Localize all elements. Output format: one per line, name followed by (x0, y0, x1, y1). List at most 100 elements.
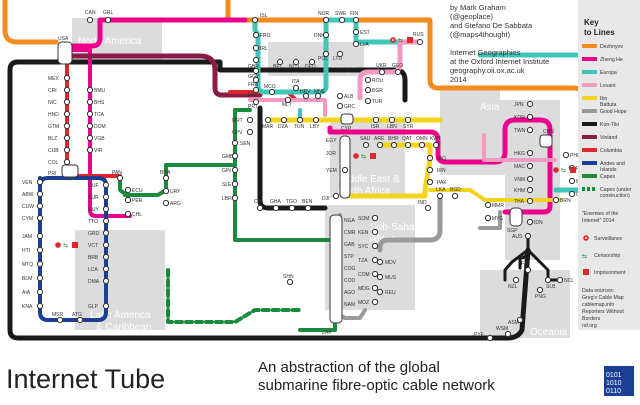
station-pan[interactable] (116, 174, 124, 182)
station-bmu[interactable] (86, 86, 94, 94)
station-arg[interactable] (162, 199, 170, 207)
station-lca[interactable] (102, 265, 110, 273)
station-bra[interactable] (162, 174, 170, 182)
station-jpn[interactable] (526, 100, 534, 108)
station-fin[interactable] (352, 16, 360, 24)
station-est[interactable] (352, 28, 360, 36)
station-khm[interactable] (526, 186, 534, 194)
station-atg[interactable] (76, 316, 84, 324)
station-dma[interactable] (102, 277, 110, 285)
station-fji[interactable] (524, 266, 532, 274)
station-mrt[interactable] (246, 116, 254, 124)
station-bgd[interactable] (451, 192, 459, 200)
station-mys[interactable] (484, 214, 492, 222)
station-bhs[interactable] (86, 98, 94, 106)
station-hrv[interactable] (302, 92, 310, 100)
station-lby[interactable] (312, 116, 320, 124)
station-mmr[interactable] (484, 201, 492, 209)
station-per[interactable] (124, 196, 132, 204)
station-sau[interactable] (362, 141, 370, 149)
station-reu[interactable] (376, 288, 384, 296)
station-vir[interactable] (86, 146, 94, 154)
station-fro[interactable] (252, 31, 260, 39)
station-idn[interactable] (526, 218, 534, 226)
station-can[interactable] (86, 16, 94, 24)
station-lbn[interactable] (388, 116, 396, 124)
station-ggy[interactable] (252, 67, 260, 75)
station-bhr[interactable] (390, 141, 398, 149)
station-pak[interactable] (426, 178, 434, 186)
station-kor[interactable] (526, 113, 534, 121)
station-glp[interactable] (102, 302, 110, 310)
station-phl[interactable] (562, 151, 570, 159)
station-shn[interactable] (286, 278, 294, 286)
station-dji[interactable] (332, 192, 340, 200)
station-hti[interactable] (36, 246, 44, 254)
station-hkg[interactable] (526, 149, 534, 157)
station-yem[interactable] (341, 166, 349, 174)
station-deu[interactable] (308, 58, 316, 66)
station-qat[interactable] (404, 141, 412, 149)
station-guy[interactable] (102, 205, 110, 213)
station-fra[interactable] (252, 76, 260, 84)
station-tur[interactable] (364, 97, 372, 105)
station-alb[interactable] (336, 92, 344, 100)
station-dza[interactable] (280, 116, 288, 124)
station-grd[interactable] (102, 229, 110, 237)
station-nzl[interactable] (512, 276, 520, 284)
station-com[interactable] (371, 270, 379, 278)
station-ind[interactable] (424, 204, 432, 212)
station-slb[interactable] (544, 276, 552, 284)
station-mco[interactable] (268, 88, 276, 96)
station-col[interactable] (63, 158, 71, 166)
station-nic[interactable] (63, 98, 71, 106)
station-sur[interactable] (102, 193, 110, 201)
station-moz[interactable] (371, 298, 379, 306)
station-tha[interactable] (526, 197, 534, 205)
station-twn[interactable] (526, 126, 534, 134)
station-ken[interactable] (371, 228, 379, 236)
station-pyf[interactable] (486, 334, 494, 342)
station-kna[interactable] (36, 302, 44, 310)
station-asm[interactable] (516, 316, 524, 324)
station-gin[interactable] (231, 166, 239, 174)
station-dom[interactable] (86, 122, 94, 130)
station-cpv[interactable] (246, 128, 254, 136)
station-bel[interactable] (276, 58, 284, 66)
station-lva[interactable] (352, 40, 360, 48)
station-ltu[interactable] (336, 50, 344, 58)
station-kwt[interactable] (432, 141, 440, 149)
station-mac[interactable] (526, 162, 534, 170)
station-ecu[interactable] (124, 186, 132, 194)
station-pri[interactable] (61, 164, 79, 178)
station-cym[interactable] (36, 214, 44, 222)
station-tto[interactable] (102, 217, 110, 225)
station-mex[interactable] (63, 74, 71, 82)
station-gmb[interactable] (231, 152, 239, 160)
station-rou[interactable] (364, 76, 372, 84)
station-gtm[interactable] (63, 122, 71, 130)
station-dnk[interactable] (322, 31, 330, 39)
station-pol[interactable] (322, 50, 330, 58)
station-mus[interactable] (376, 273, 384, 281)
station-brn[interactable] (552, 196, 560, 204)
station-blm[interactable] (36, 274, 44, 282)
station-cri[interactable] (63, 86, 71, 94)
station-mtq[interactable] (36, 260, 44, 268)
station-mlt[interactable] (284, 96, 292, 104)
station-chn[interactable] (539, 134, 553, 148)
station-isl[interactable] (251, 16, 259, 24)
station-ukr[interactable] (378, 68, 386, 76)
station-nor[interactable] (322, 16, 330, 24)
station-gbr[interactable] (252, 56, 260, 64)
station-vct[interactable] (102, 241, 110, 249)
station-sle[interactable] (231, 180, 239, 188)
station-png[interactable] (536, 286, 544, 294)
station-mnp[interactable] (568, 177, 576, 185)
station-cuw[interactable] (36, 202, 44, 210)
station-prt[interactable] (252, 98, 260, 106)
station-irn[interactable] (426, 166, 434, 174)
station-som[interactable] (371, 214, 379, 222)
station-civ[interactable] (256, 204, 264, 212)
station-mdv[interactable] (376, 258, 384, 266)
